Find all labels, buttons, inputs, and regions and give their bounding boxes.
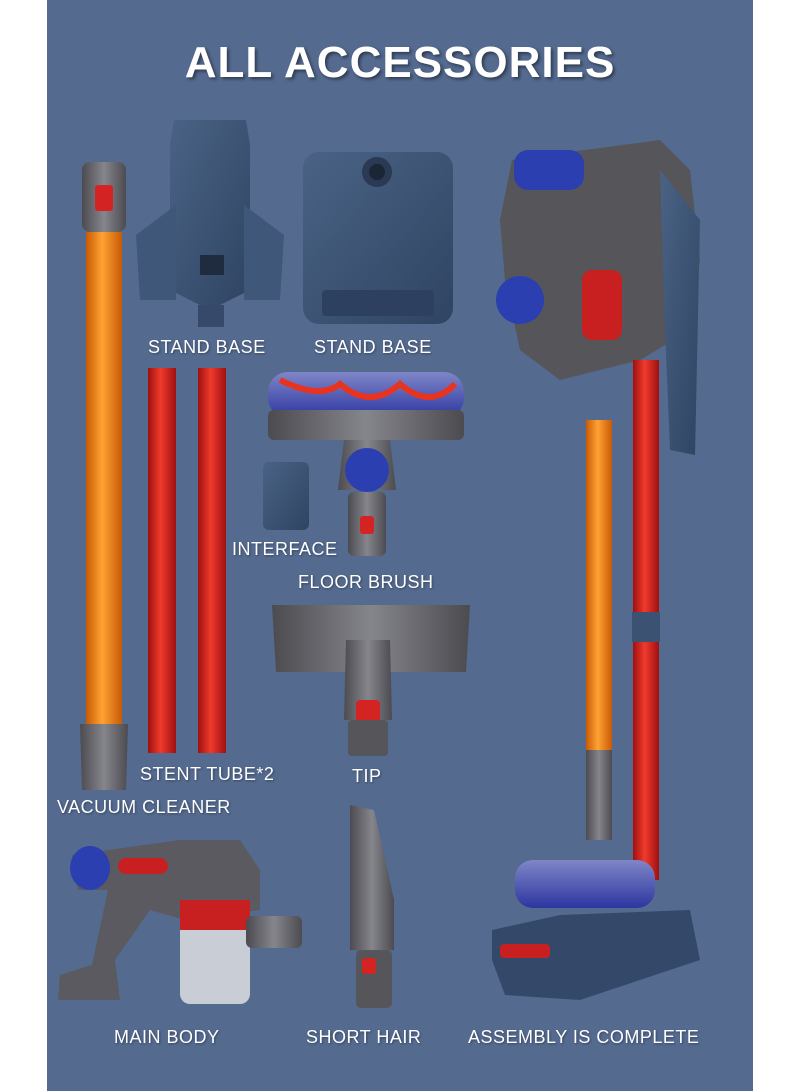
label-stent-tube: STENT TUBE*2 xyxy=(140,764,275,784)
short-hair-tool xyxy=(350,805,394,1008)
stent-tubes xyxy=(148,368,226,753)
floor-brush xyxy=(268,372,464,556)
tip-nozzle xyxy=(272,605,470,756)
main-body xyxy=(58,840,302,1004)
vacuum-cleaner-wand xyxy=(80,162,128,790)
label-vacuum-cleaner: VACUUM CLEANER xyxy=(57,797,231,817)
label-floor-brush: FLOOR BRUSH xyxy=(298,572,434,592)
label-short-hair: SHORT HAIR xyxy=(306,1027,422,1047)
label-stand-base-back: STAND BASE xyxy=(148,337,266,357)
label-stand-base-front: STAND BASE xyxy=(314,337,432,357)
assembled-vacuum xyxy=(492,140,700,1000)
stand-base-back xyxy=(136,120,284,327)
label-tip: TIP xyxy=(352,766,382,786)
page-title: ALL ACCESSORIES xyxy=(184,38,616,87)
label-assembly-complete: ASSEMBLY IS COMPLETE xyxy=(468,1027,700,1047)
interface-connector xyxy=(263,462,309,530)
label-main-body: MAIN BODY xyxy=(114,1027,220,1047)
label-interface: INTERFACE xyxy=(232,539,338,559)
stand-base-front xyxy=(303,152,453,324)
